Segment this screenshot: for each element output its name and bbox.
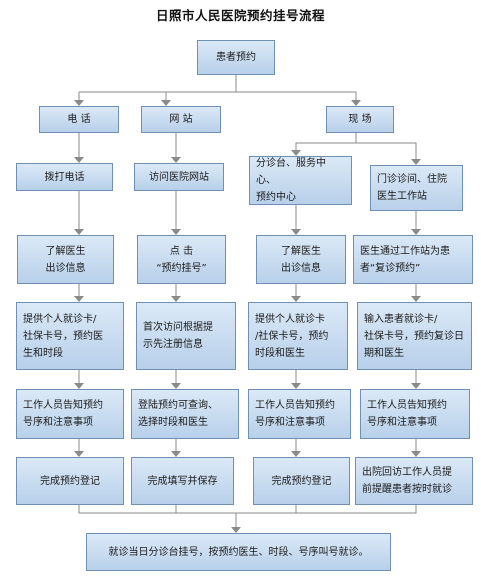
clinic-step-5-text: 出院回访工作人员提 前提醒患者按时就诊: [362, 467, 452, 495]
clinic-step-1: 门诊诊间、住院 医生工作站: [370, 165, 463, 211]
onsite-step-2: 了解医生 出诊信息: [256, 235, 346, 284]
phone-step-1-text: 拨打电话: [44, 171, 85, 183]
final-step: 就诊当日分诊台挂号，按预约医生、时段、号序叫号就诊。: [86, 533, 391, 571]
channel-onsite-label: 现 场: [348, 114, 372, 125]
onsite-step-4-text: 工作人员告知预约 号序和注意事项: [255, 400, 335, 428]
channel-phone-label: 电 话: [67, 114, 91, 125]
page-title: 日照市人民医院预约挂号流程: [155, 8, 325, 23]
onsite-step-5: 完成预约登记: [253, 457, 350, 505]
clinic-step-3-text: 输入患者就诊卡/ 社保卡号，预约复诊日 期和医生: [364, 313, 464, 359]
web-step-4: 登陆预约可查询、 选择时段和医生: [131, 389, 239, 439]
phone-step-4-text: 工作人员告知预约 号序和注意事项: [23, 400, 103, 428]
final-step-text: 就诊当日分诊台挂号，按预约医生、时段、号序叫号就诊。: [108, 546, 369, 558]
onsite-step-2-text: 了解医生 出诊信息: [281, 245, 321, 274]
onsite-step-1: 分诊台、服务中心、 预约中心: [249, 156, 352, 205]
clinic-step-4: 工作人员告知预约 号序和注意事项: [360, 389, 470, 439]
web-step-3-text: 首次访问根据提 示先注册信息: [143, 322, 213, 350]
channel-website: 网 站: [141, 106, 221, 133]
phone-step-5: 完成预约登记: [16, 457, 124, 505]
web-step-5: 完成填写并保存: [131, 457, 234, 505]
web-step-2: 点 击 “预约挂号”: [137, 235, 226, 284]
onsite-step-4: 工作人员告知预约 号序和注意事项: [248, 389, 351, 439]
clinic-step-2: 医生通过工作站为患 者“复诊预约”: [353, 235, 473, 284]
clinic-step-2-text: 医生通过工作站为患 者“复诊预约”: [360, 245, 450, 274]
phone-step-4: 工作人员告知预约 号序和注意事项: [16, 389, 124, 439]
onsite-step-1-text: 分诊台、服务中心、 预约中心: [256, 158, 326, 203]
clinic-step-5: 出院回访工作人员提 前提醒患者按时就诊: [355, 457, 473, 505]
phone-step-5-text: 完成预约登记: [40, 475, 100, 487]
channel-website-label: 网 站: [169, 114, 193, 125]
clinic-step-3: 输入患者就诊卡/ 社保卡号，预约复诊日 期和医生: [357, 302, 472, 370]
onsite-step-3-text: 提供个人就诊卡 /社保卡号，预约 时段和医生: [255, 313, 329, 359]
phone-step-2: 了解医生 出诊信息: [17, 235, 114, 284]
phone-step-1: 拨打电话: [16, 163, 113, 191]
root-label: 患者预约: [216, 52, 256, 63]
web-step-4-text: 登陆预约可查询、 选择时段和医生: [138, 400, 218, 428]
web-step-1-text: 访问医院网站: [149, 171, 209, 183]
web-step-5-text: 完成填写并保存: [147, 475, 218, 487]
channel-onsite: 现 场: [326, 106, 394, 133]
channel-phone: 电 话: [39, 106, 119, 133]
phone-step-2-text: 了解医生 出诊信息: [45, 245, 86, 274]
web-step-1: 访问医院网站: [134, 163, 224, 191]
phone-step-3: 提供个人就诊卡/ 社保卡号，预约医 生和时段: [16, 302, 124, 370]
clinic-step-4-text: 工作人员告知预约 号序和注意事项: [367, 400, 447, 428]
phone-step-3-text: 提供个人就诊卡/ 社保卡号，预约医 生和时段: [23, 313, 103, 359]
clinic-step-1-text: 门诊诊间、住院 医生工作站: [377, 174, 447, 202]
root-node: 患者预约: [197, 40, 275, 75]
web-step-2-text: 点 击 “预约挂号”: [156, 245, 207, 274]
web-step-3: 首次访问根据提 示先注册信息: [136, 302, 236, 370]
onsite-step-5-text: 完成预约登记: [271, 475, 332, 487]
onsite-step-3: 提供个人就诊卡 /社保卡号，预约 时段和医生: [248, 302, 348, 370]
